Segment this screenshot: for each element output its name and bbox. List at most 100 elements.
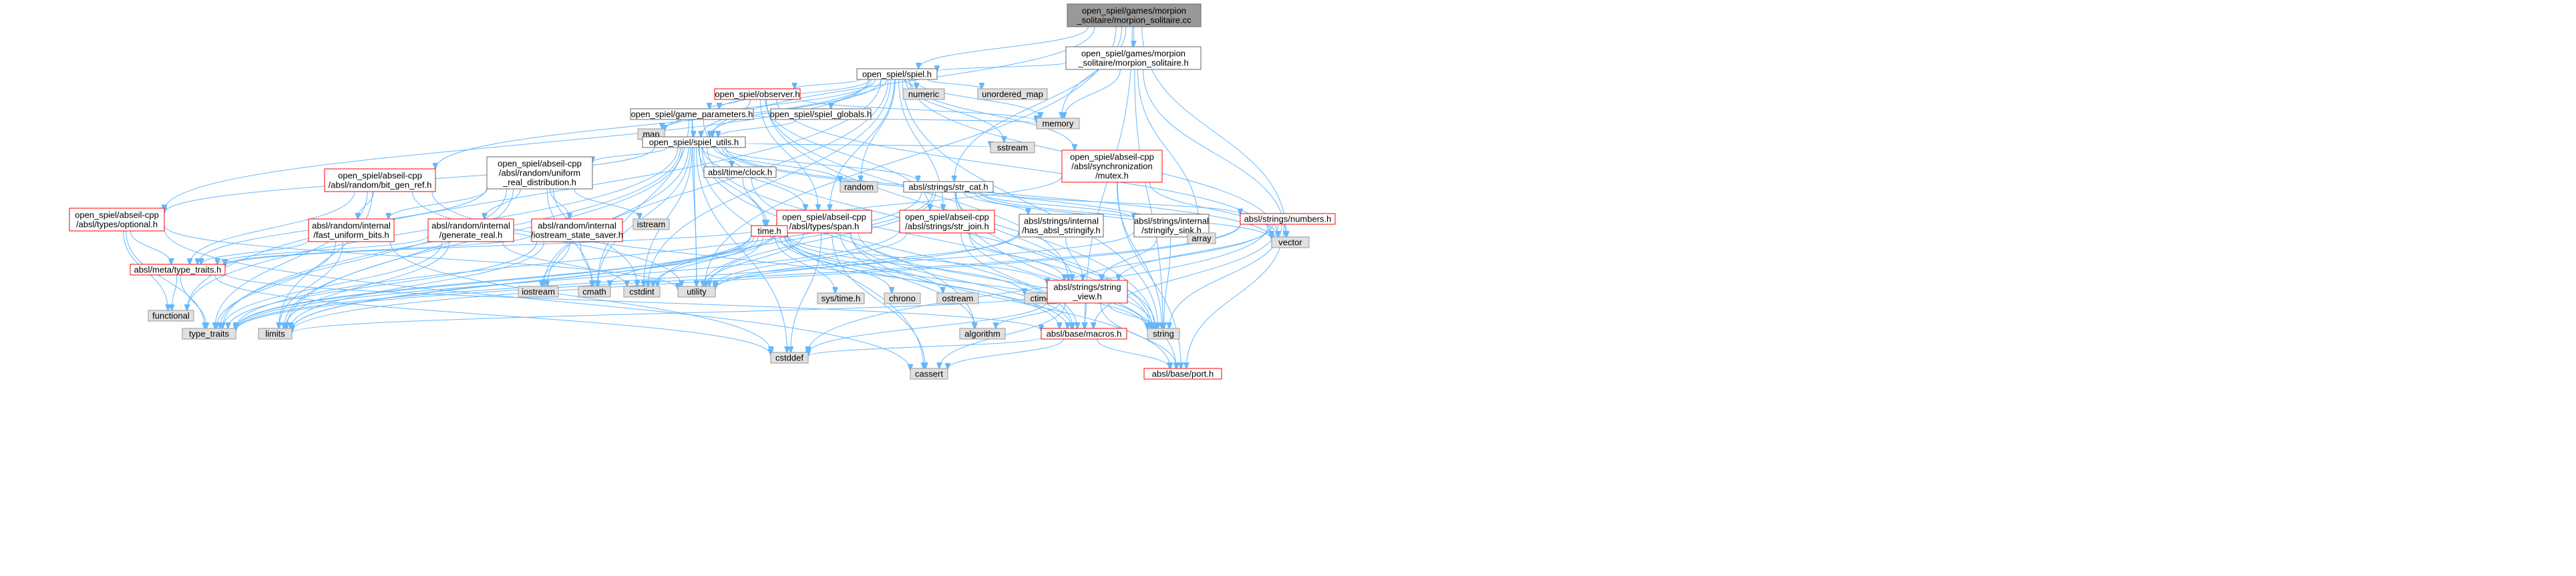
- node-box: [642, 136, 746, 148]
- node-str-cat[interactable]: absl/strings/str_cat.h: [903, 181, 994, 193]
- dependency-edge-optional_h-to-type_traits: [126, 230, 205, 328]
- node-istream: istream: [632, 218, 670, 230]
- dependency-edge-spiel_h-to-spiel_utils: [710, 79, 882, 137]
- node-spiel-globals[interactable]: open_spiel/spiel_globals.h: [770, 108, 872, 120]
- node-label: absl/time/clock.h: [708, 168, 772, 178]
- node-str-join[interactable]: open_spiel/abseil-cpp/absl/strings/str_j…: [899, 210, 995, 234]
- dependency-edge-spiel_h-to-optional_h: [164, 79, 869, 211]
- node-bit-gen-ref[interactable]: open_spiel/abseil-cpp/absl/random/bit_ge…: [324, 168, 436, 192]
- node-fast-uniform[interactable]: absl/random/internal/fast_uniform_bits.h: [308, 218, 395, 242]
- node-label: absl/random/internal: [538, 221, 616, 231]
- node-box: [1047, 280, 1128, 304]
- dependency-edge-str_join-to-macros_h: [960, 232, 1078, 328]
- node-stringify-sink[interactable]: absl/strings/internal/stringify_sink.h: [1133, 214, 1210, 238]
- node-box: [518, 286, 559, 298]
- dependency-edge-str_join-to-utility: [715, 232, 907, 286]
- dependency-edge-time_h-to-cmath: [610, 236, 755, 286]
- node-label: open_spiel/observer.h: [715, 89, 799, 99]
- dependency-edge-iostream_state-to-type_traits: [228, 241, 538, 328]
- node-label: iostream: [522, 287, 555, 297]
- node-macros-h[interactable]: absl/base/macros.h: [1041, 328, 1127, 340]
- node-box: [1147, 328, 1180, 340]
- dependency-edge-generate_real-to-limits: [285, 241, 450, 328]
- node-label: absl/meta/type_traits.h: [134, 265, 222, 275]
- node-label: open_spiel/spiel_utils.h: [649, 137, 739, 148]
- node-meta-type-traits[interactable]: absl/meta/type_traits.h: [130, 264, 226, 276]
- node-functional: functional: [148, 310, 194, 322]
- dependency-edge-iostream_state-to-meta_type_traits: [225, 234, 532, 265]
- dependency-edge-spiel_utils-to-utility: [693, 147, 697, 286]
- node-port-h[interactable]: absl/base/port.h: [1143, 368, 1222, 380]
- dependency-edge-ms_h-to-string: [1134, 69, 1163, 328]
- node-clock-h[interactable]: absl/time/clock.h: [703, 166, 777, 178]
- node-mutex-h[interactable]: open_spiel/abseil-cpp/absl/synchronizati…: [1061, 150, 1163, 183]
- node-root[interactable]: open_spiel/games/morpion_solitaire/morpi…: [1067, 3, 1202, 27]
- dependency-edge-uniform_real-to-fast_uniform: [389, 188, 488, 219]
- dependency-edge-generate_real-to-cstdint: [502, 241, 626, 286]
- node-box: [1067, 3, 1202, 27]
- dependency-edge-span_h-to-utility: [707, 232, 804, 286]
- node-spiel-utils[interactable]: open_spiel/spiel_utils.h: [642, 136, 746, 148]
- node-label: open_spiel/abseil-cpp: [338, 171, 422, 181]
- dependency-edge-time_h-to-sys_time: [775, 236, 836, 293]
- node-has-stringify[interactable]: absl/strings/internal/has_absl_stringify…: [1019, 214, 1104, 238]
- node-game-params[interactable]: open_spiel/game_parameters.h: [630, 108, 754, 120]
- dependency-edge-spiel_utils-to-cmath: [598, 147, 691, 286]
- node-box: [531, 218, 623, 242]
- node-box: [427, 218, 514, 242]
- node-string-view[interactable]: absl/strings/string_view.h: [1047, 280, 1128, 304]
- node-spiel-h[interactable]: open_spiel/spiel.h: [856, 68, 938, 80]
- node-box: [1061, 150, 1163, 183]
- node-sstream: sstream: [990, 141, 1035, 154]
- dependency-edge-spiel_h-to-spiel_globals: [831, 79, 888, 109]
- node-generate-real[interactable]: absl/random/internal/generate_real.h: [427, 218, 514, 242]
- dependency-edge-uniform_real-to-generate_real: [484, 188, 521, 219]
- dependency-edge-time_h-to-utility: [703, 236, 763, 286]
- dependency-edge-observer_h-to-vector: [776, 99, 1272, 237]
- node-label: type_traits: [189, 329, 229, 339]
- node-label: ctime: [1030, 294, 1051, 304]
- dependency-edge-spiel_globals-to-spiel_utils: [718, 119, 797, 137]
- node-label: /iostream_state_saver.h: [531, 230, 623, 240]
- dependency-edge-ms_h-to-spiel_h: [937, 62, 1067, 71]
- node-label: /absl/random/uniform: [499, 168, 580, 178]
- node-box: [703, 166, 777, 178]
- dependency-edge-time_h-to-type_traits: [236, 234, 752, 329]
- node-numbers-h[interactable]: absl/strings/numbers.h: [1240, 213, 1336, 225]
- node-label: absl/strings/numbers.h: [1244, 214, 1332, 224]
- node-box: [959, 328, 1006, 340]
- node-observer-h[interactable]: open_spiel/observer.h: [714, 88, 801, 100]
- node-span-h[interactable]: open_spiel/abseil-cpp/absl/types/span.h: [776, 210, 872, 234]
- node-vector: vector: [1271, 236, 1310, 248]
- dependency-edge-spiel_utils-to-str_cat: [724, 147, 918, 182]
- dependency-edge-observer_h-to-game_params: [709, 99, 741, 109]
- node-cstdint: cstdint: [623, 286, 661, 298]
- dependency-edge-span_h-to-algorithm: [840, 232, 975, 328]
- node-box: [936, 292, 979, 304]
- dependency-edge-str_cat-to-numbers_h: [992, 190, 1240, 214]
- dependency-edge-optional_h-to-meta_type_traits: [130, 230, 172, 264]
- node-label: open_spiel/games/morpion: [1082, 6, 1186, 16]
- dependency-edge-str_cat-to-stringify_sink: [978, 192, 1134, 219]
- node-label: open_spiel/abseil-cpp: [1070, 152, 1154, 162]
- dependency-edge-bit_gen_ref-to-meta_type_traits: [190, 191, 355, 264]
- node-label: istream: [637, 220, 666, 230]
- node-box: [770, 352, 809, 364]
- dependency-edge-uniform_real-to-limits: [284, 188, 514, 328]
- dependency-edge-game_params-to-map: [662, 119, 682, 129]
- node-box: [632, 218, 670, 230]
- node-label: /absl/synchronization: [1071, 162, 1152, 172]
- dependency-edge-numbers_h-to-macros_h: [1093, 224, 1279, 328]
- node-label: absl/random/internal: [312, 221, 391, 231]
- node-label: /has_absl_stringify.h: [1022, 226, 1101, 236]
- node-ms-h[interactable]: open_spiel/games/morpion_solitaire/morpi…: [1065, 46, 1202, 70]
- node-label: ostream: [942, 294, 974, 304]
- dependency-edge-time_h-to-cstdint: [653, 236, 759, 286]
- node-iostream-state[interactable]: absl/random/internal/iostream_state_save…: [531, 218, 623, 242]
- node-optional-h[interactable]: open_spiel/abseil-cpp/absl/types/optiona…: [69, 208, 165, 232]
- dependency-edge-uniform_real-to-iostream_state: [550, 188, 570, 219]
- node-uniform-real[interactable]: open_spiel/abseil-cpp/absl/random/unifor…: [486, 156, 593, 190]
- node-label: chrono: [889, 294, 916, 304]
- node-time-h[interactable]: time.h: [751, 225, 788, 237]
- dependency-edge-spiel_utils-to-random: [713, 147, 841, 182]
